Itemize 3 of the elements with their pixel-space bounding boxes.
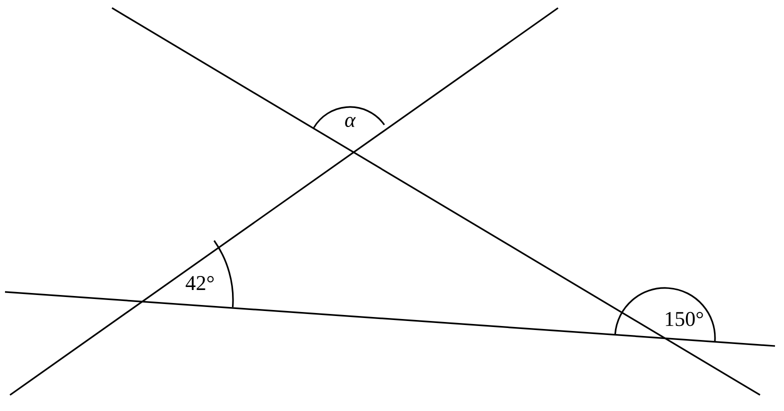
angle-label: 42°: [186, 276, 214, 290]
angle-label: α: [345, 116, 356, 128]
angle-label: 150°: [666, 312, 703, 326]
